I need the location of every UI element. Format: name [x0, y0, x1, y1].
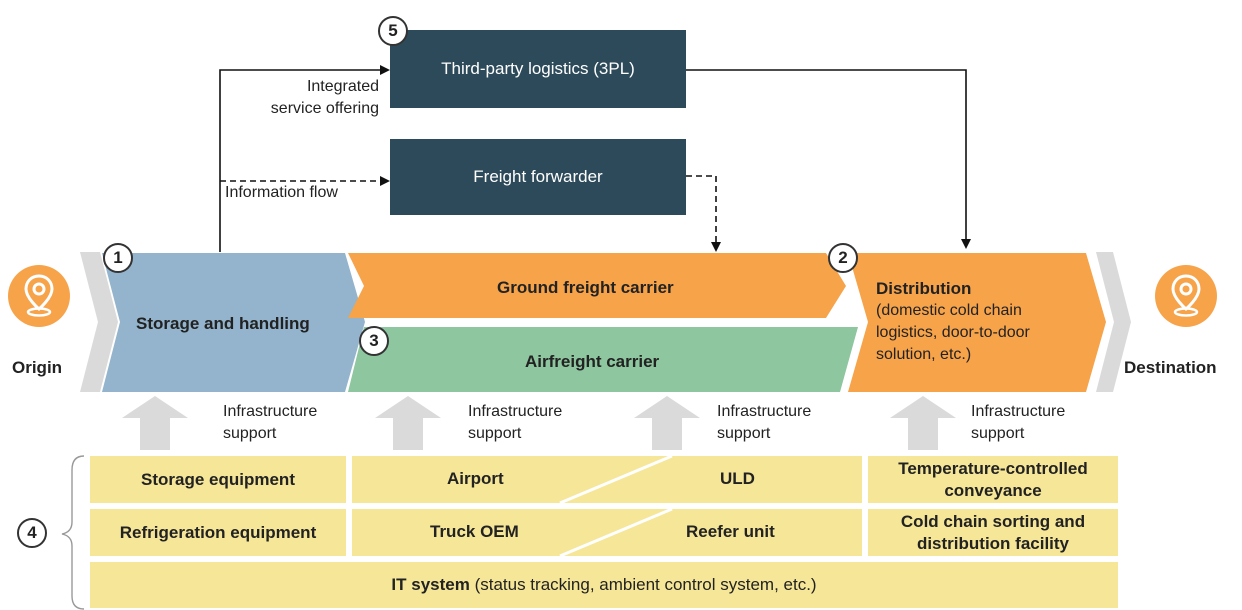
temp-conveyance-line2: conveyance — [944, 480, 1042, 500]
support-label-uld: Infrastructure support — [717, 401, 811, 445]
storage-stage-shape — [102, 253, 365, 392]
forwarder-to-ground-line — [686, 175, 721, 252]
origin-chevron — [80, 252, 118, 392]
integrated-label-line1: Integrated — [306, 78, 379, 95]
it-system-title: IT system — [391, 575, 470, 594]
destination-pin-icon — [1155, 265, 1217, 327]
distribution-line2: logistics, door-to-door — [876, 324, 1030, 341]
support-arrow-distribution — [890, 396, 956, 450]
support-line1: Infrastructure — [971, 403, 1066, 420]
airport-uld-cell — [352, 456, 862, 503]
map-pin-icon — [24, 274, 54, 317]
origin-pin-icon — [8, 265, 70, 327]
support-arrow-uld — [634, 396, 700, 450]
support-label-distribution: Infrastructure support — [971, 401, 1065, 445]
distribution-line3: solution, etc.) — [876, 346, 972, 363]
support-line2: support — [223, 425, 277, 442]
marker-4: 4 — [17, 518, 47, 548]
group-4-brace — [61, 455, 85, 610]
truck-reefer-cell — [352, 509, 862, 556]
integrated-service-line — [219, 65, 390, 252]
support-line1: Infrastructure — [468, 403, 563, 420]
airfreight-label: Airfreight carrier — [525, 352, 660, 371]
temp-conveyance-line1: Temperature-controlled — [898, 458, 1088, 478]
support-line2: support — [971, 425, 1025, 442]
uld-label: ULD — [720, 469, 755, 488]
storage-equipment-cell: Storage equipment — [90, 456, 346, 503]
marker-1: 1 — [103, 243, 133, 273]
refrigeration-equipment-cell: Refrigeration equipment — [90, 509, 346, 556]
temperature-conveyance-cell: Temperature-controlled conveyance — [868, 456, 1118, 503]
ground-stage-shape — [348, 253, 846, 318]
support-line2: support — [717, 425, 771, 442]
support-label-airport: Infrastructure support — [468, 401, 562, 445]
cold-chain-sorting-cell: Cold chain sorting and distribution faci… — [868, 509, 1118, 556]
reefer-unit-label: Reefer unit — [686, 522, 775, 541]
marker-5: 5 — [378, 16, 408, 46]
it-system-cell: IT system (status tracking, ambient cont… — [90, 562, 1118, 608]
support-arrow-airport — [375, 396, 441, 450]
support-arrow-storage — [122, 396, 188, 450]
origin-label: Origin — [12, 358, 63, 377]
sorting-line1: Cold chain sorting and — [900, 511, 1086, 531]
third-party-logistics-label: Third-party logistics (3PL) — [441, 59, 635, 78]
support-line1: Infrastructure — [717, 403, 812, 420]
freight-forwarder-box: Freight forwarder — [390, 139, 686, 215]
it-system-detail: (status tracking, ambient control system… — [469, 575, 817, 594]
distribution-title: Distribution — [876, 279, 972, 298]
airport-label: Airport — [447, 469, 504, 488]
integrated-label-line2: service offering — [270, 100, 379, 117]
tpl-to-distribution-line — [686, 69, 971, 249]
ground-freight-label: Ground freight carrier — [497, 278, 674, 297]
truck-oem-label: Truck OEM — [430, 522, 519, 541]
marker-2: 2 — [828, 243, 858, 273]
sorting-line2: distribution facility — [916, 533, 1070, 553]
marker-3: 3 — [359, 326, 389, 356]
support-line2: support — [468, 425, 522, 442]
information-flow-label: Information flow — [225, 184, 338, 201]
third-party-logistics-box: Third-party logistics (3PL) — [390, 30, 686, 108]
freight-forwarder-label: Freight forwarder — [473, 167, 603, 186]
map-pin-icon — [1171, 274, 1201, 317]
integrated-service-label: Integrated service offering — [241, 76, 379, 120]
destination-label: Destination — [1124, 358, 1217, 377]
destination-chevron — [1096, 252, 1131, 392]
storage-handling-label: Storage and handling — [136, 314, 310, 333]
distribution-line1: (domestic cold chain — [876, 302, 1022, 319]
distribution-label: Distribution (domestic cold chain logist… — [876, 278, 1030, 366]
air-stage-shape — [348, 327, 858, 392]
support-line1: Infrastructure — [223, 403, 318, 420]
distribution-stage-shape — [848, 253, 1106, 392]
support-label-storage: Infrastructure support — [223, 401, 317, 445]
